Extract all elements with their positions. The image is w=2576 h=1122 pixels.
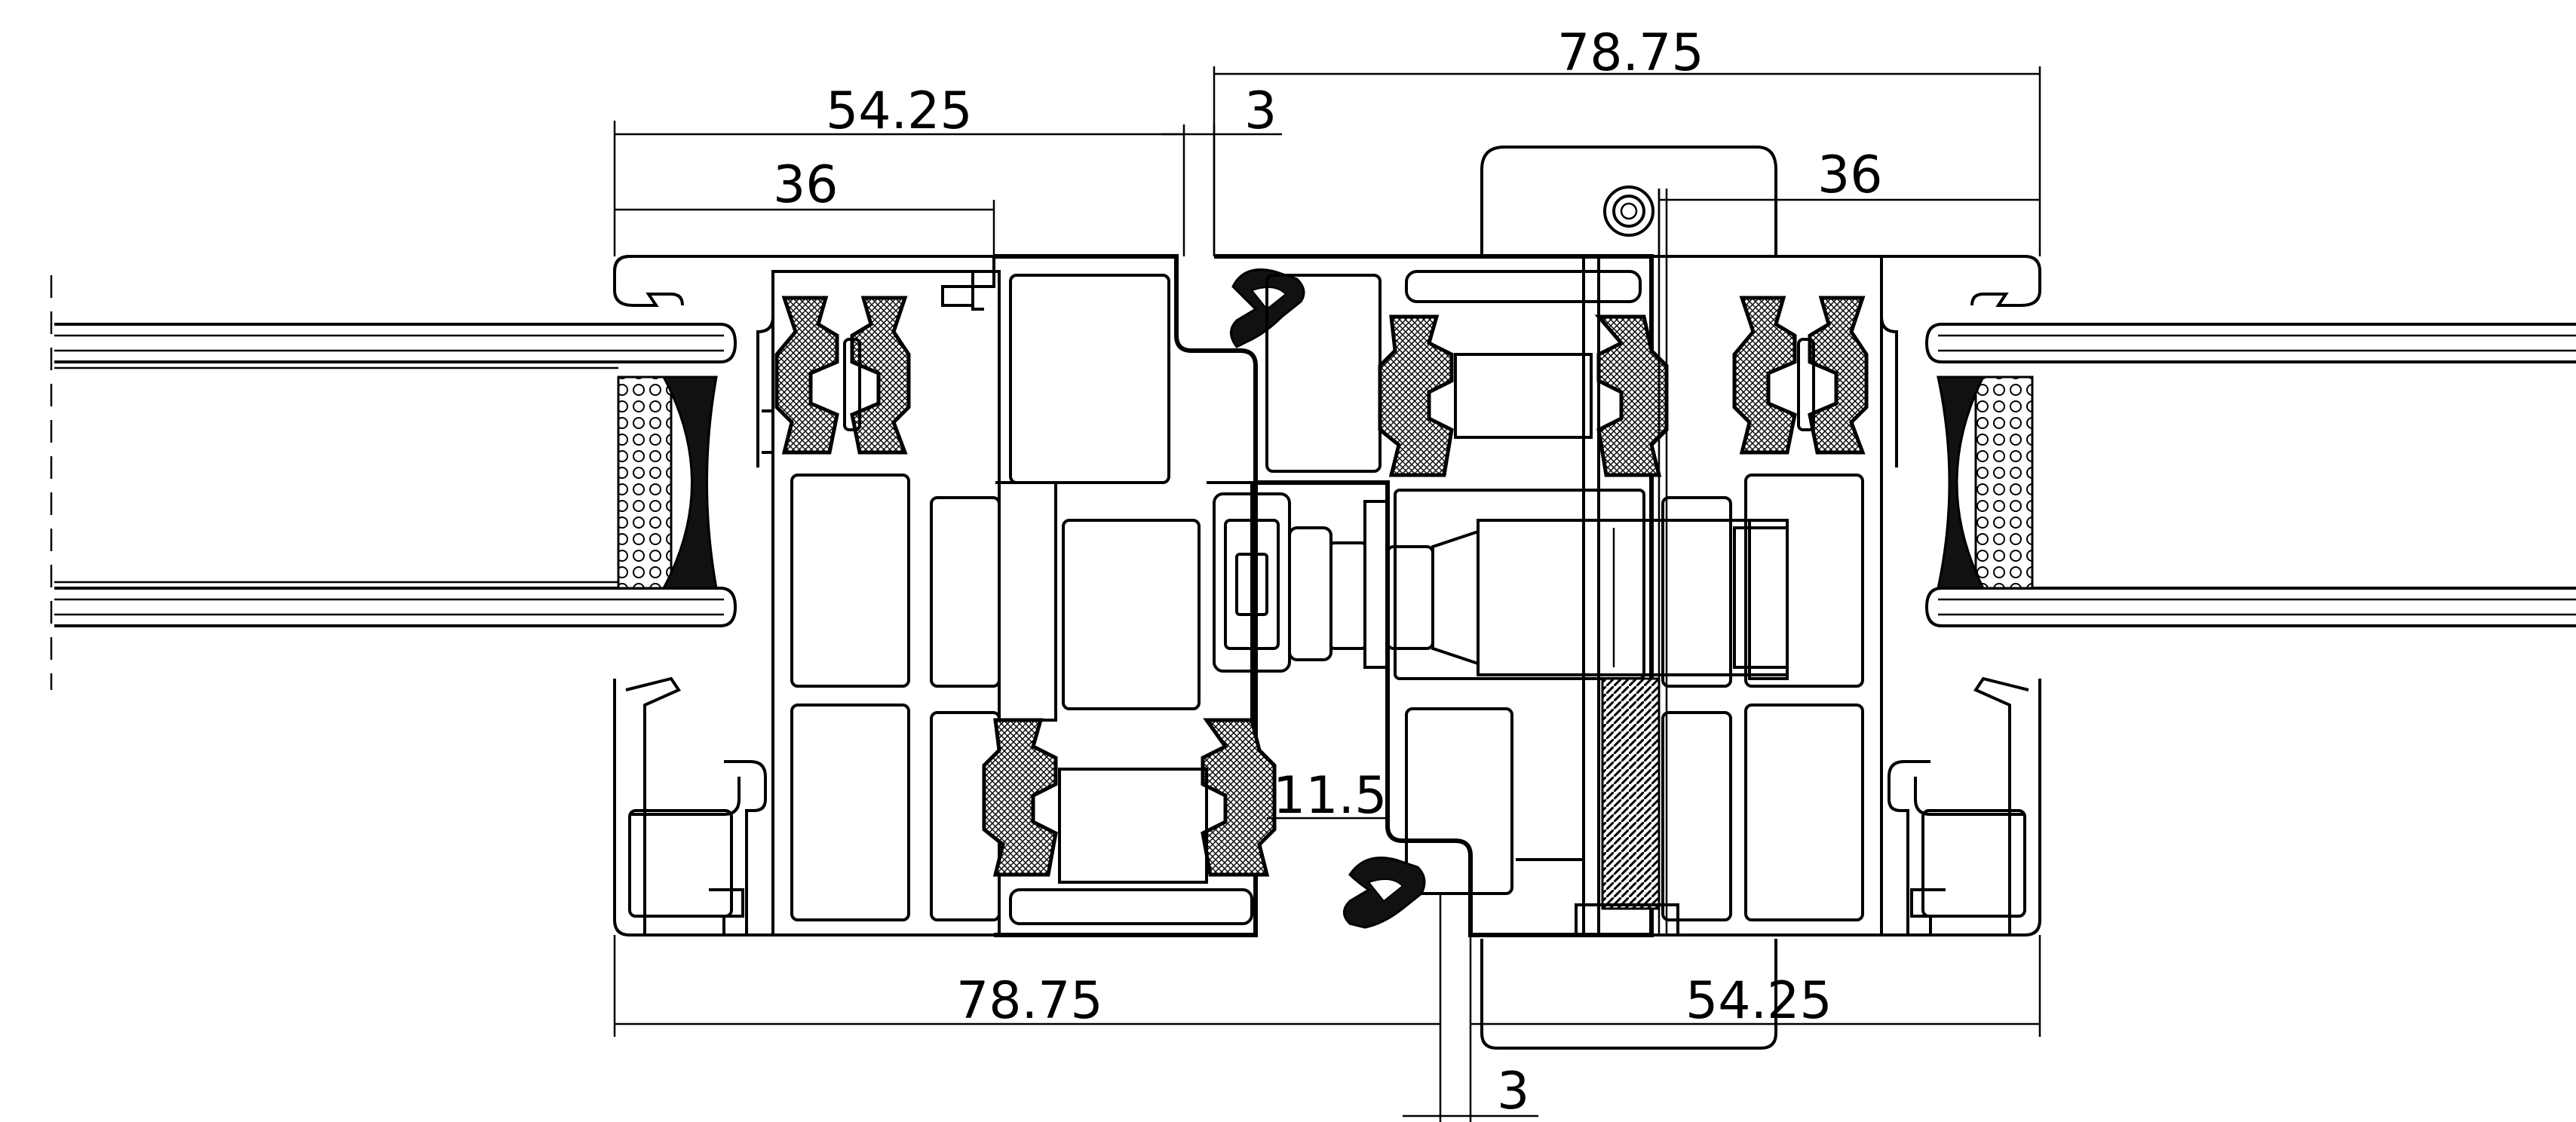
locking-hardware: [1213, 492, 1789, 680]
left-frame-profile: [613, 255, 1001, 937]
dim-top-left-overall: 54.25: [826, 81, 973, 141]
left-sash-profile: [982, 254, 1277, 937]
dim-top-right-glass: 36: [1817, 146, 1883, 205]
right-spacer-sealant: [1937, 376, 2034, 590]
dim-bottom-left-overall: 78.75: [956, 971, 1103, 1031]
cover-plate-and-screw: [1480, 146, 1777, 1050]
right-glass-unit: [1924, 323, 2576, 627]
dimension-lines: [613, 66, 2041, 1122]
dim-top-overall: 78.75: [1557, 23, 1704, 83]
dim-top-gap: 3: [1244, 81, 1277, 141]
dim-top-left-glass: 36: [773, 155, 839, 215]
dim-bottom-gap: 3: [1497, 1062, 1529, 1121]
bottom-weather-seal: [1343, 857, 1426, 929]
right-frame-profile: [1651, 255, 2041, 937]
right-thermal-break-seals: [1732, 296, 1869, 455]
left-thermal-break-seals: [762, 296, 911, 455]
dim-mid-offset: 11.5: [1273, 766, 1387, 826]
left-glass-unit: [50, 275, 738, 690]
dim-bottom-right-overall: 54.25: [1685, 971, 1832, 1031]
left-spacer-sealant: [617, 376, 718, 590]
